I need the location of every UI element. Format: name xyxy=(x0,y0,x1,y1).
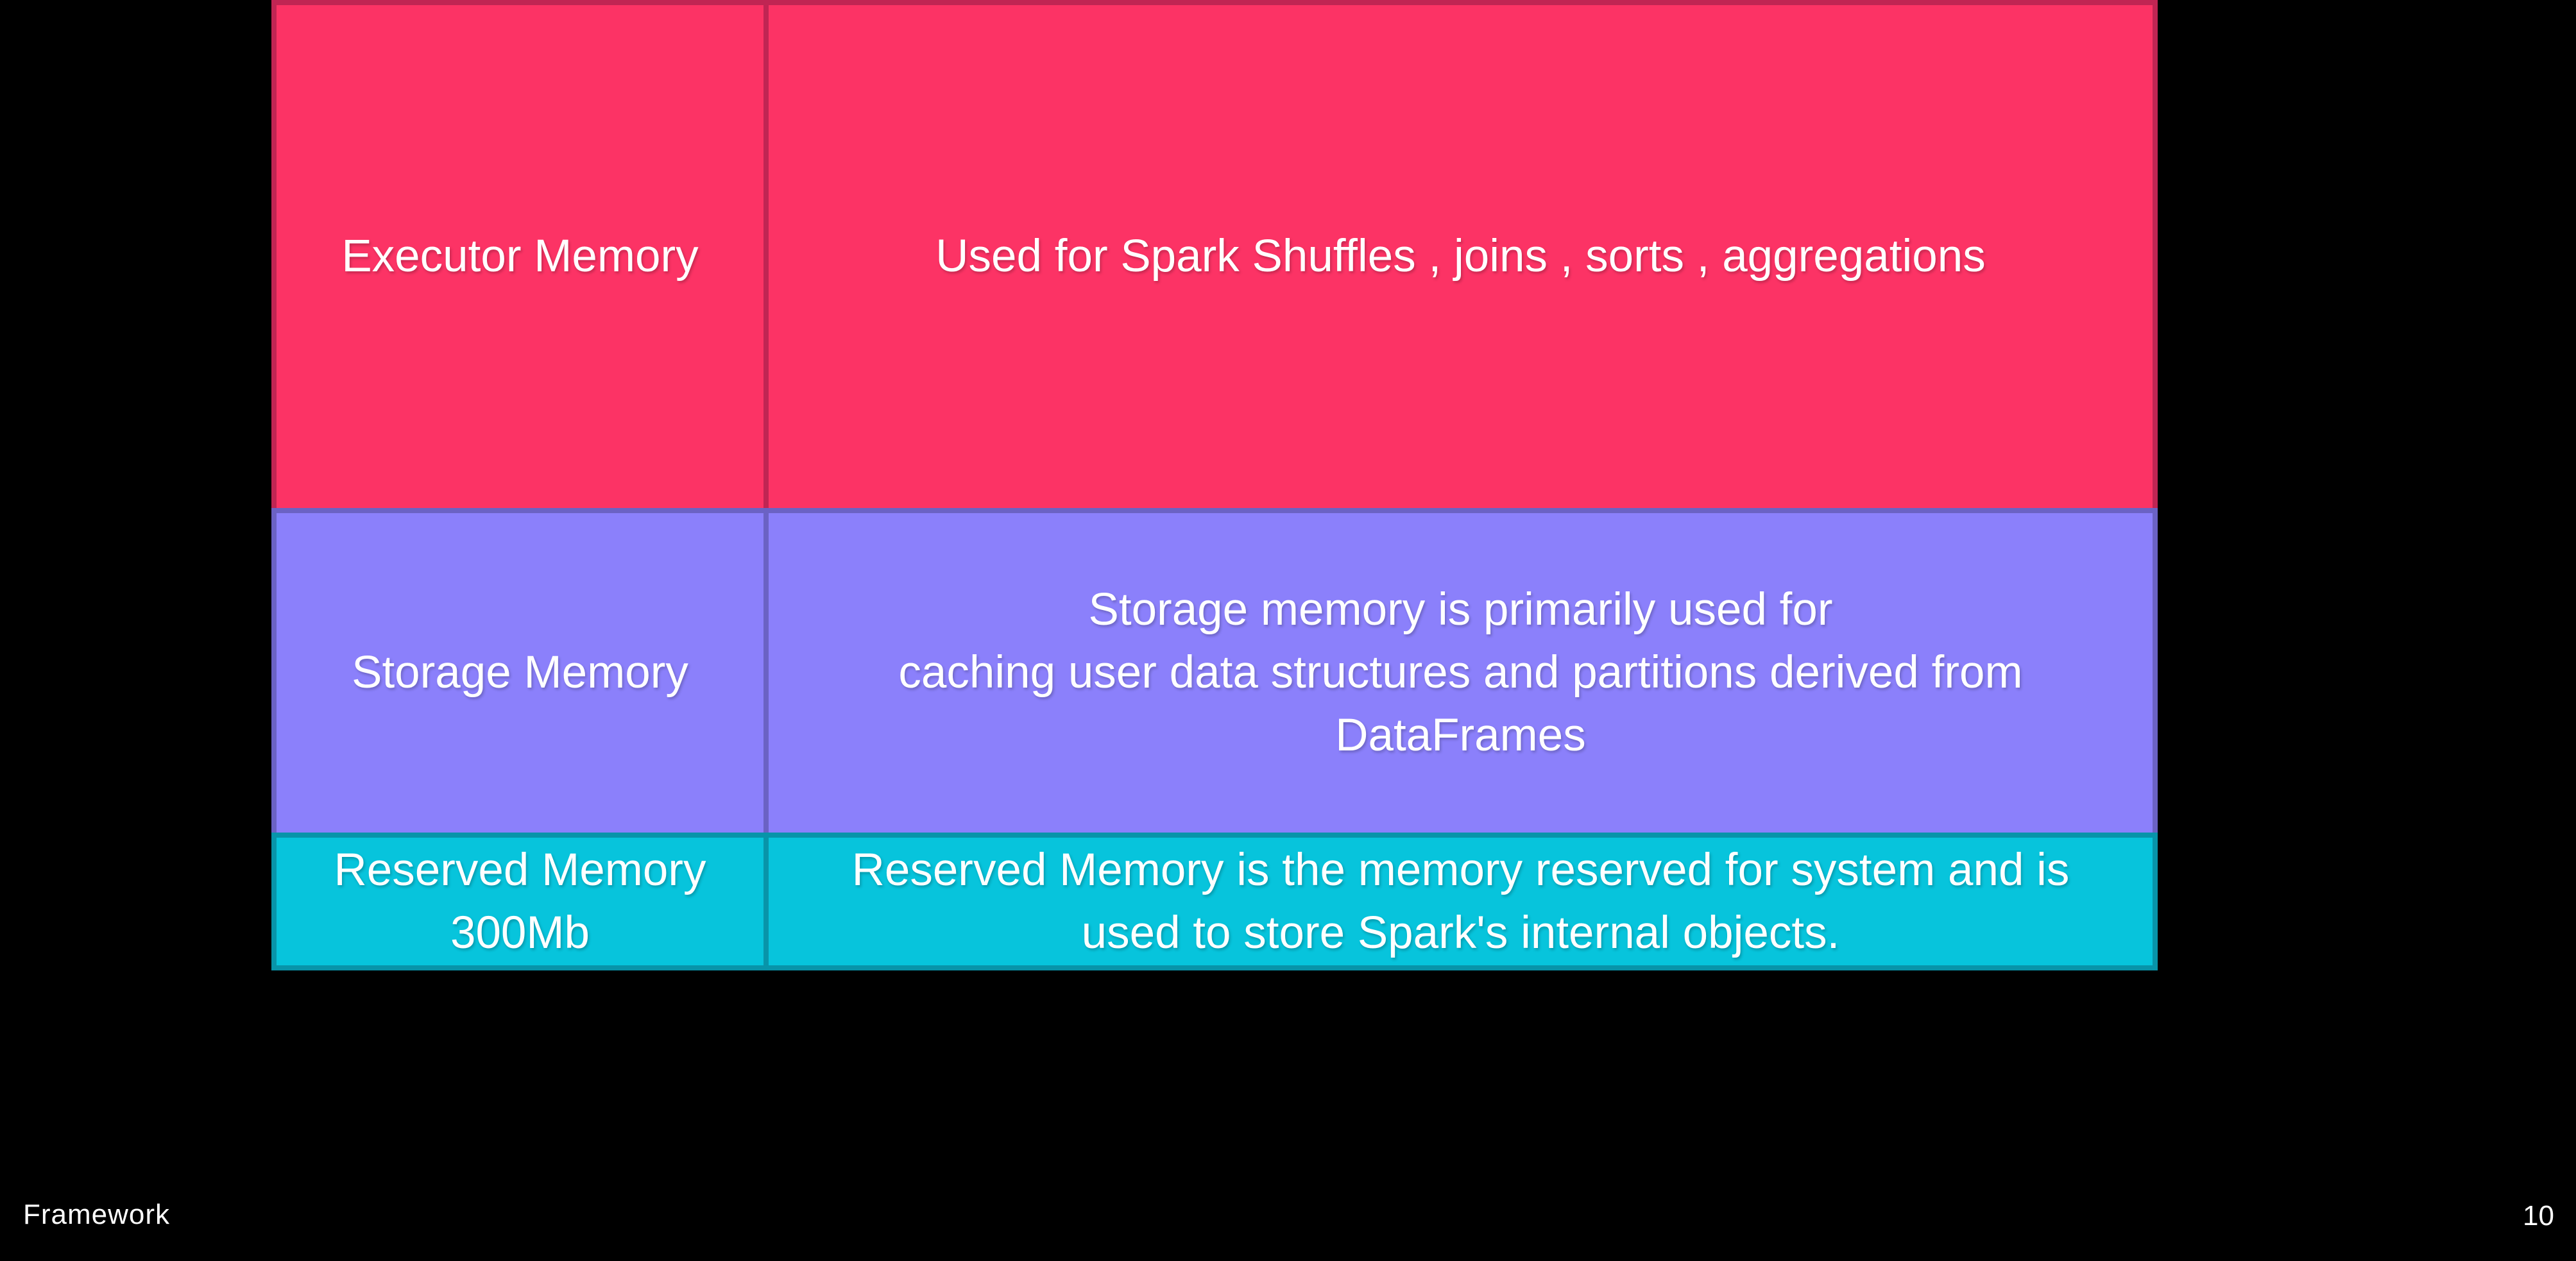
cell-text: Executor Memory xyxy=(341,231,699,282)
spark-memory-table: Executor Memory Used for Spark Shuffles … xyxy=(271,0,2158,970)
cell-text: Reserved Memory is the memory reserved f… xyxy=(851,844,2070,895)
cell-text: caching user data structures and partiti… xyxy=(898,647,2023,698)
reserved-memory-label-cell: Reserved Memory 300Mb xyxy=(271,838,769,965)
table-row-reserved-memory: Reserved Memory 300Mb Reserved Memory is… xyxy=(271,833,2158,970)
cell-text: Storage memory is primarily used for xyxy=(1088,584,1833,636)
table-row-executor-memory: Executor Memory Used for Spark Shuffles … xyxy=(271,0,2158,508)
footer-title: Framework xyxy=(23,1199,171,1230)
cell-text: Reserved Memory xyxy=(334,844,706,895)
cell-text: used to store Spark's internal objects. xyxy=(1081,907,1840,958)
storage-memory-label-cell: Storage Memory xyxy=(271,513,769,833)
cell-text: Used for Spark Shuffles , joins , sorts … xyxy=(935,231,1986,282)
reserved-memory-desc-cell: Reserved Memory is the memory reserved f… xyxy=(769,838,2158,965)
page-number: 10 xyxy=(2523,1200,2554,1231)
cell-text: 300Mb xyxy=(450,907,590,958)
storage-memory-desc-cell: Storage memory is primarily used for cac… xyxy=(769,513,2158,833)
cell-text: DataFrames xyxy=(1335,709,1586,761)
cell-text: Storage Memory xyxy=(352,647,688,698)
table-row-storage-memory: Storage Memory Storage memory is primari… xyxy=(271,508,2158,833)
executor-memory-label-cell: Executor Memory xyxy=(271,5,769,508)
executor-memory-desc-cell: Used for Spark Shuffles , joins , sorts … xyxy=(769,5,2158,508)
